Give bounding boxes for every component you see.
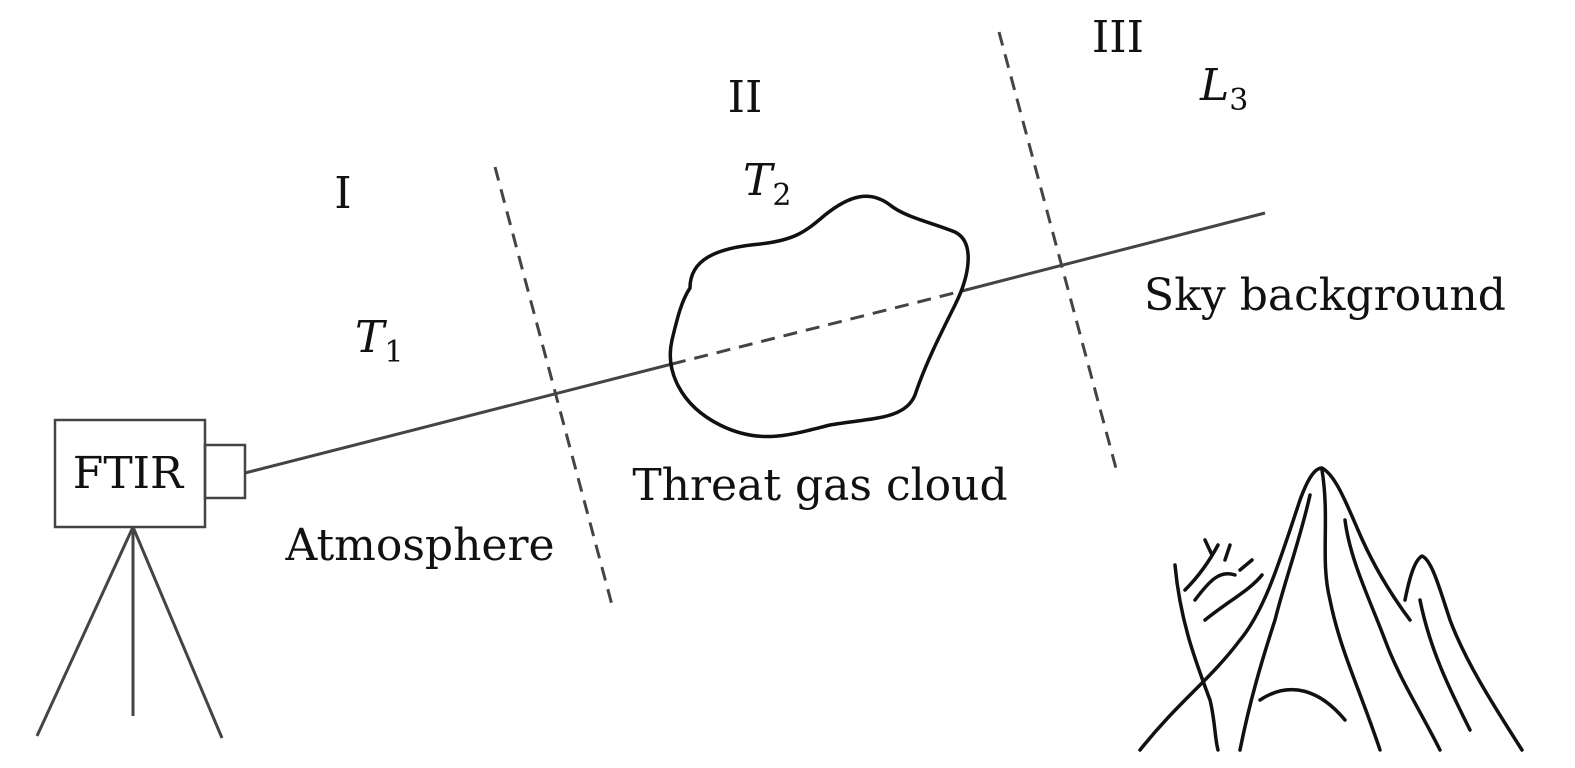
- tripod: [35, 526, 224, 739]
- region-3-numeral: III: [1092, 12, 1144, 63]
- line-of-sight: [244, 211, 1266, 475]
- region-3-radiance: L3: [1199, 60, 1248, 118]
- region-1-numeral: I: [334, 168, 351, 219]
- boundary-2: [997, 31, 1119, 473]
- sky-background-label: Sky background: [1144, 270, 1506, 321]
- gas-cloud: [668, 194, 970, 439]
- region-1-temperature: T1: [355, 312, 403, 370]
- gas-cloud-label: Threat gas cloud: [632, 460, 1007, 511]
- ftir-label: FTIR: [73, 448, 185, 499]
- boundary-1: [493, 166, 614, 606]
- ftir-lens: [203, 443, 247, 500]
- region-2-temperature: T2: [743, 155, 791, 213]
- mountain-icon: [1138, 466, 1524, 752]
- atmosphere-label: Atmosphere: [284, 520, 554, 571]
- region-2-numeral: II: [728, 72, 763, 123]
